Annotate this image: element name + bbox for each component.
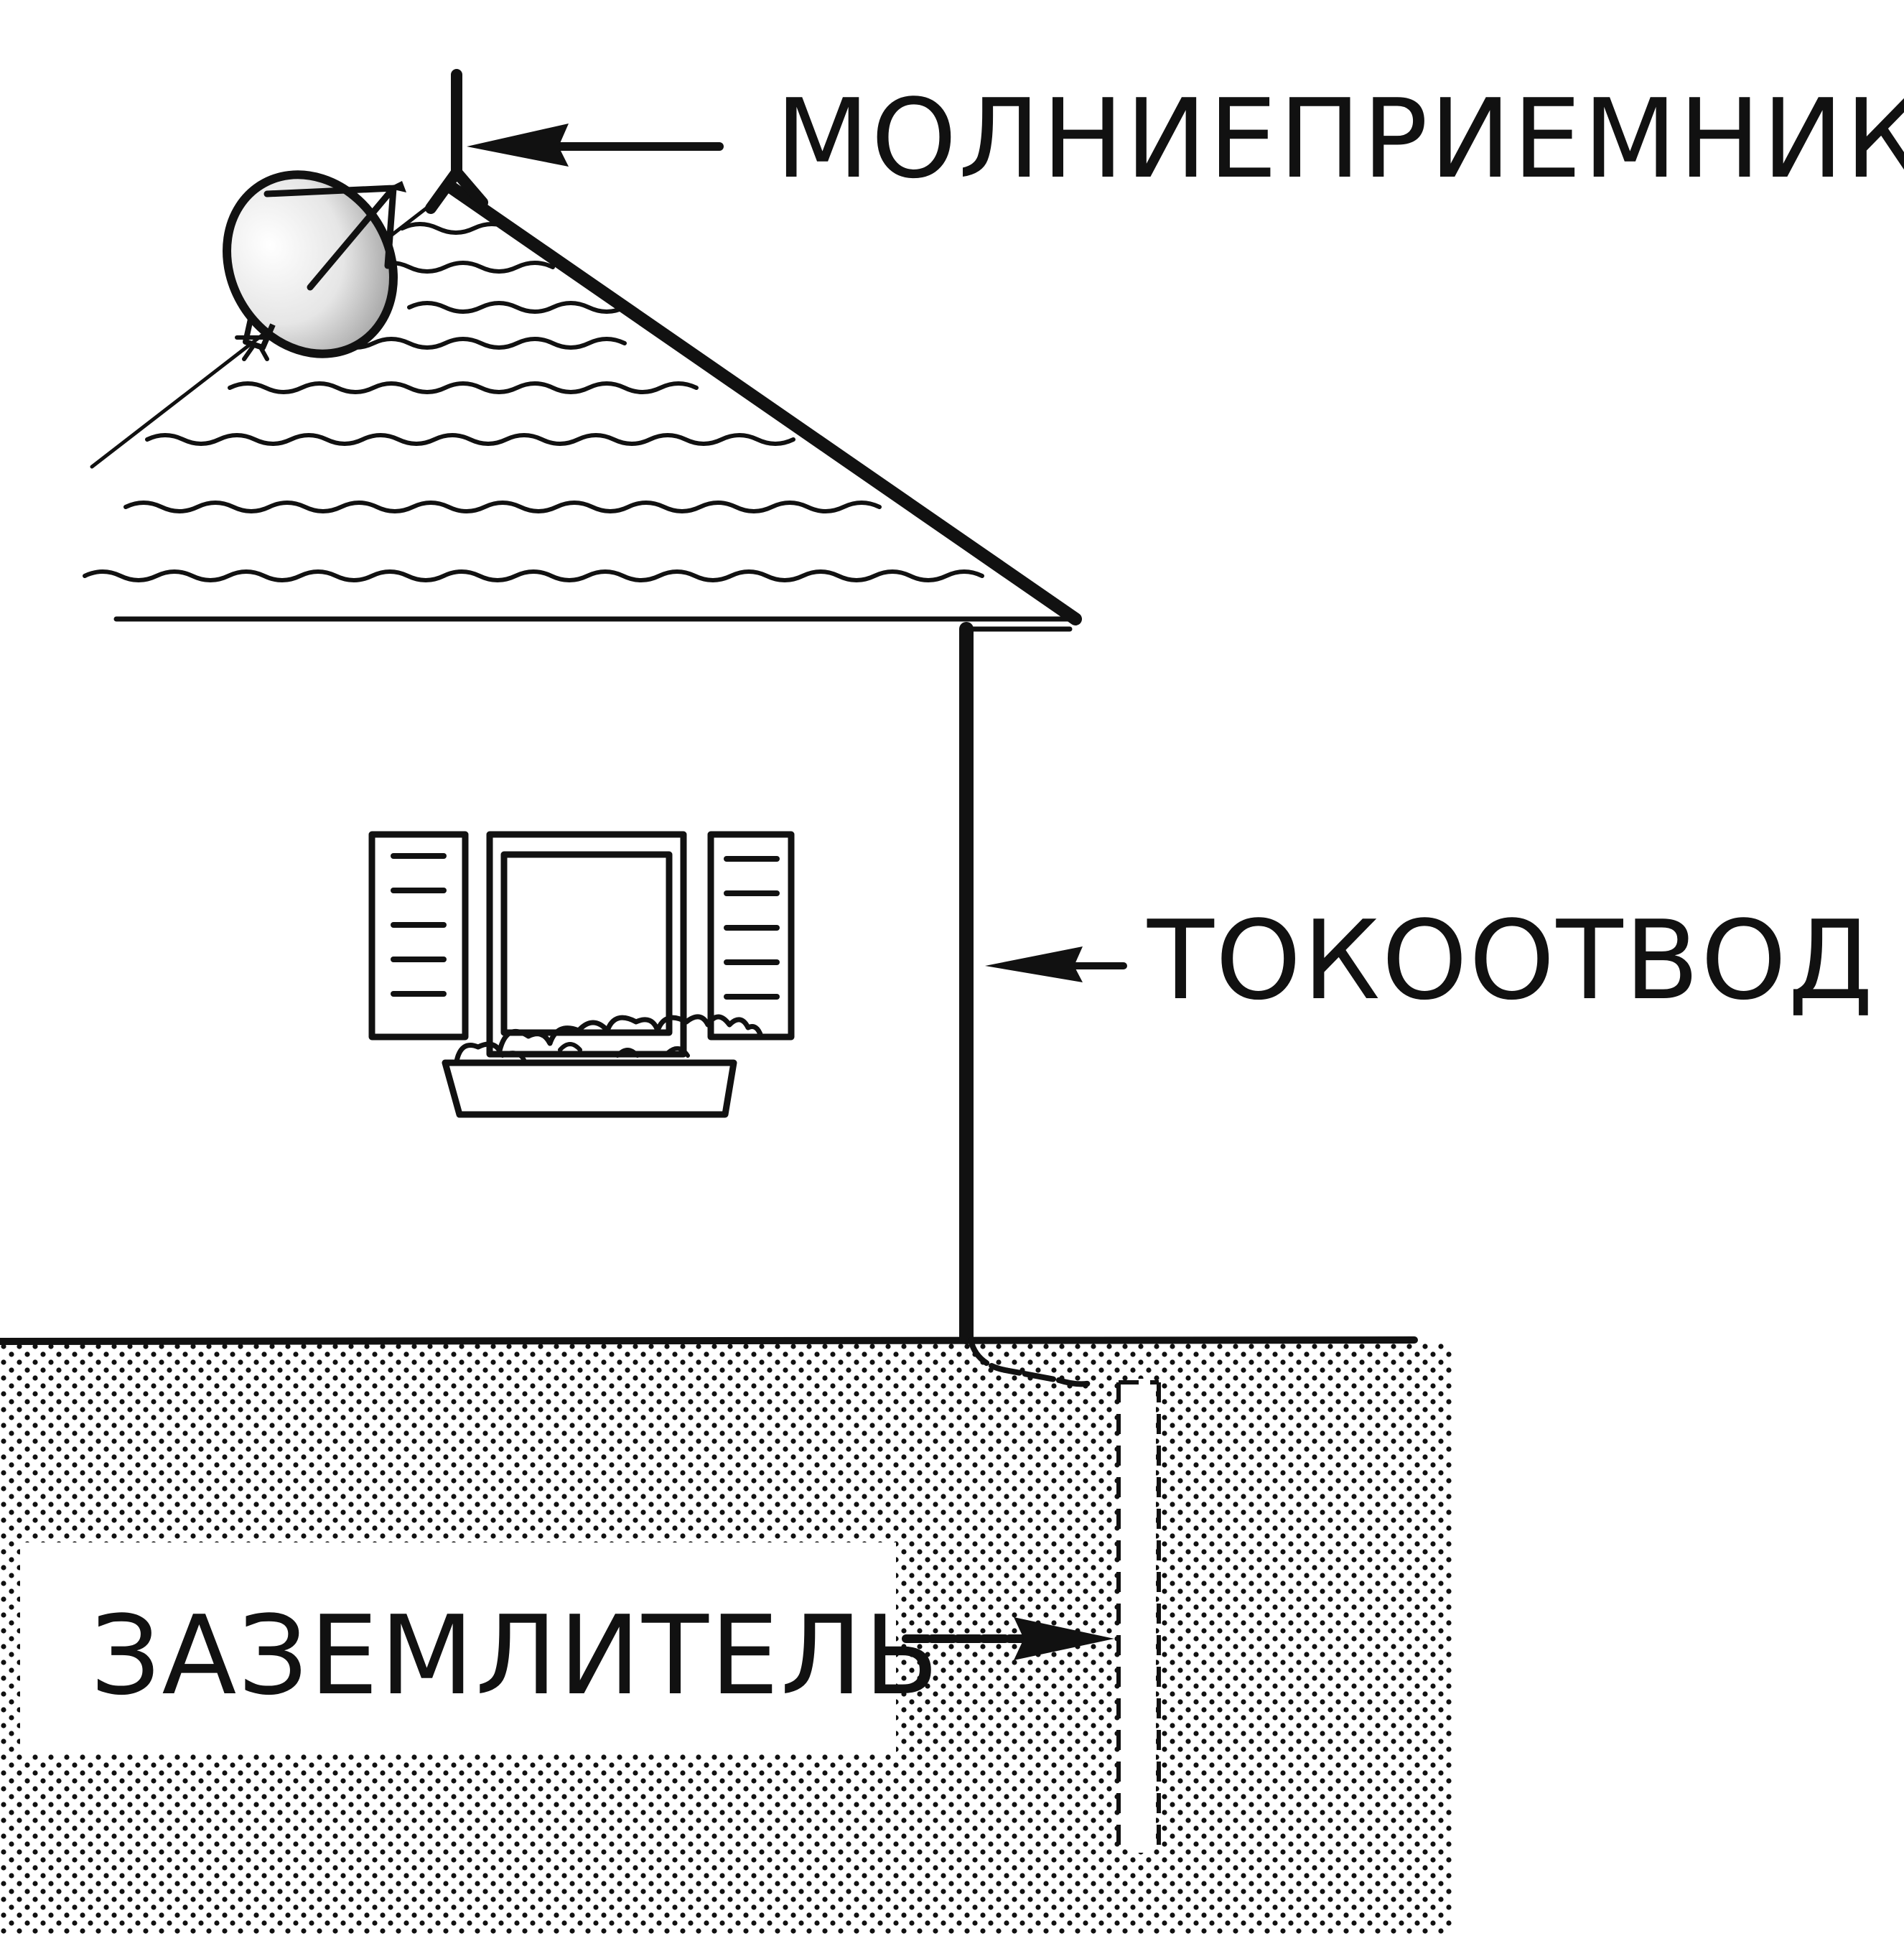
window-frame bbox=[486, 831, 687, 1058]
flower-plants bbox=[454, 1014, 764, 1062]
left-shutter bbox=[368, 831, 469, 1041]
ground-electrode bbox=[1116, 1379, 1161, 1853]
air-terminal-rod bbox=[425, 69, 488, 214]
roof-right-edge bbox=[446, 182, 1082, 625]
window-icon bbox=[368, 831, 795, 1118]
ground-electrode-label-background bbox=[20, 1542, 896, 1752]
air-terminal-label: МОЛНИЕПРИЕМНИК bbox=[775, 75, 1904, 203]
ground-electrode-label: ЗАЗЕМЛИТЕЛЬ bbox=[90, 1592, 941, 1719]
down-conductor-label: ТОКООТВОД bbox=[1147, 897, 1875, 1024]
flower-box bbox=[442, 1059, 737, 1118]
air-terminal bbox=[425, 69, 488, 214]
satellite-dish-icon bbox=[223, 170, 406, 361]
air-terminal-arrow bbox=[467, 124, 724, 167]
right-shutter bbox=[707, 831, 795, 1041]
grounding-wire bbox=[968, 1337, 1094, 1387]
ground-electrode-arrow bbox=[902, 1617, 1114, 1660]
down-conductor-arrow bbox=[985, 946, 1127, 982]
ground-surface-line bbox=[0, 1336, 1418, 1345]
roof-shingles bbox=[83, 222, 984, 582]
window-pane bbox=[500, 851, 673, 1036]
